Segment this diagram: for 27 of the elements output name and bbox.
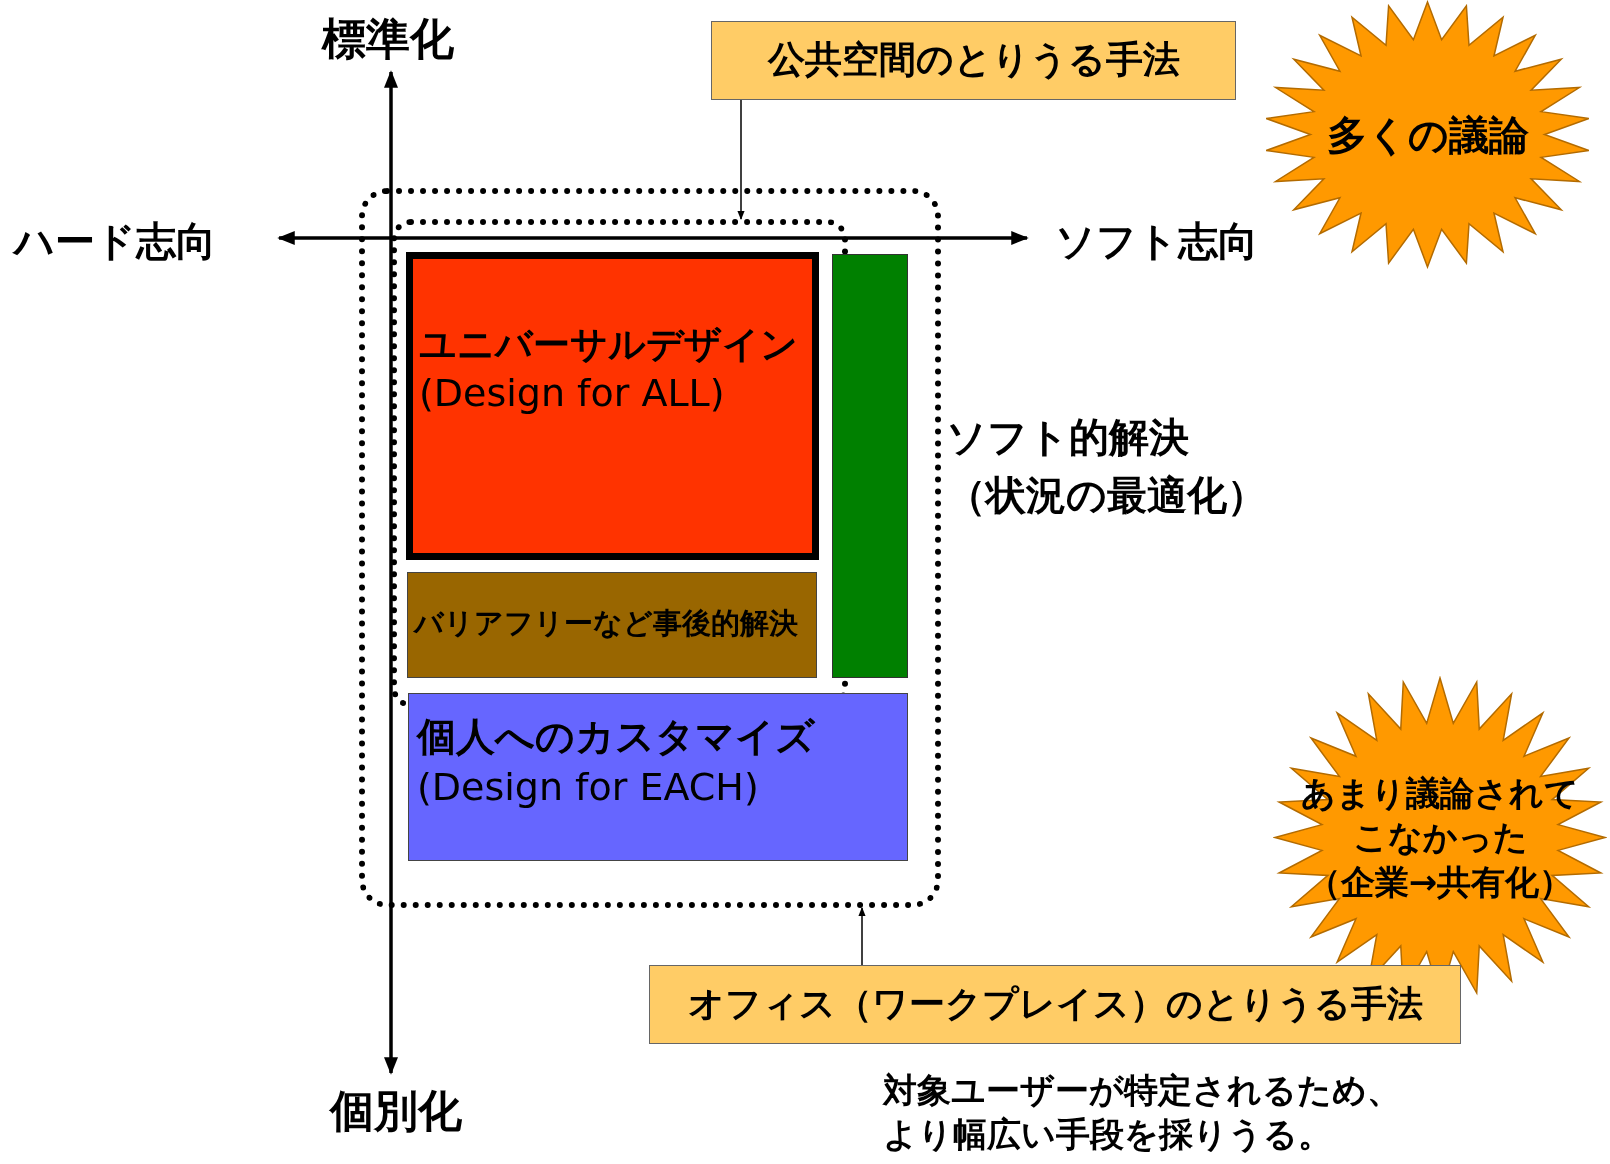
category-box [406, 252, 819, 560]
axis-label: 標準化 [322, 12, 454, 66]
box-text: ユニバーサルデザイン [419, 322, 799, 368]
burst-text: 多くの議論 [1326, 110, 1529, 160]
axis-label: 個別化 [330, 1084, 462, 1138]
label-box [649, 965, 1461, 1044]
dotted-frame [359, 188, 941, 908]
axis-label: ハード志向 [14, 217, 216, 266]
box-text: バリアフリーなど事後的解決 [414, 605, 799, 642]
subtitle-text: (Design for EACH) [417, 763, 760, 811]
arrow [737, 99, 745, 220]
category-box [408, 693, 908, 861]
category-box [407, 572, 817, 678]
subtitle-text: (Design for ALL) [419, 370, 726, 418]
label-box [711, 21, 1236, 100]
side-note: （状況の最適化） [946, 471, 1267, 520]
side-note: ソフト的解決 [946, 413, 1190, 462]
dotted-frame [391, 219, 848, 708]
vertical-bar [832, 254, 908, 678]
note-text: 対象ユーザーが特定されるため、より幅広い手段を採りうる。 [883, 1069, 1402, 1157]
axis-label: ソフト志向 [1055, 217, 1258, 266]
box-text: オフィス（ワークプレイス）のとりうる手法 [687, 982, 1423, 1027]
starburst [1263, 0, 1592, 269]
arrow [858, 907, 866, 966]
box-text: 個人へのカスタマイズ [417, 713, 816, 761]
burst-text: （企業→共有化） [1306, 860, 1574, 904]
box-text: 公共空間のとりうる手法 [767, 37, 1180, 84]
